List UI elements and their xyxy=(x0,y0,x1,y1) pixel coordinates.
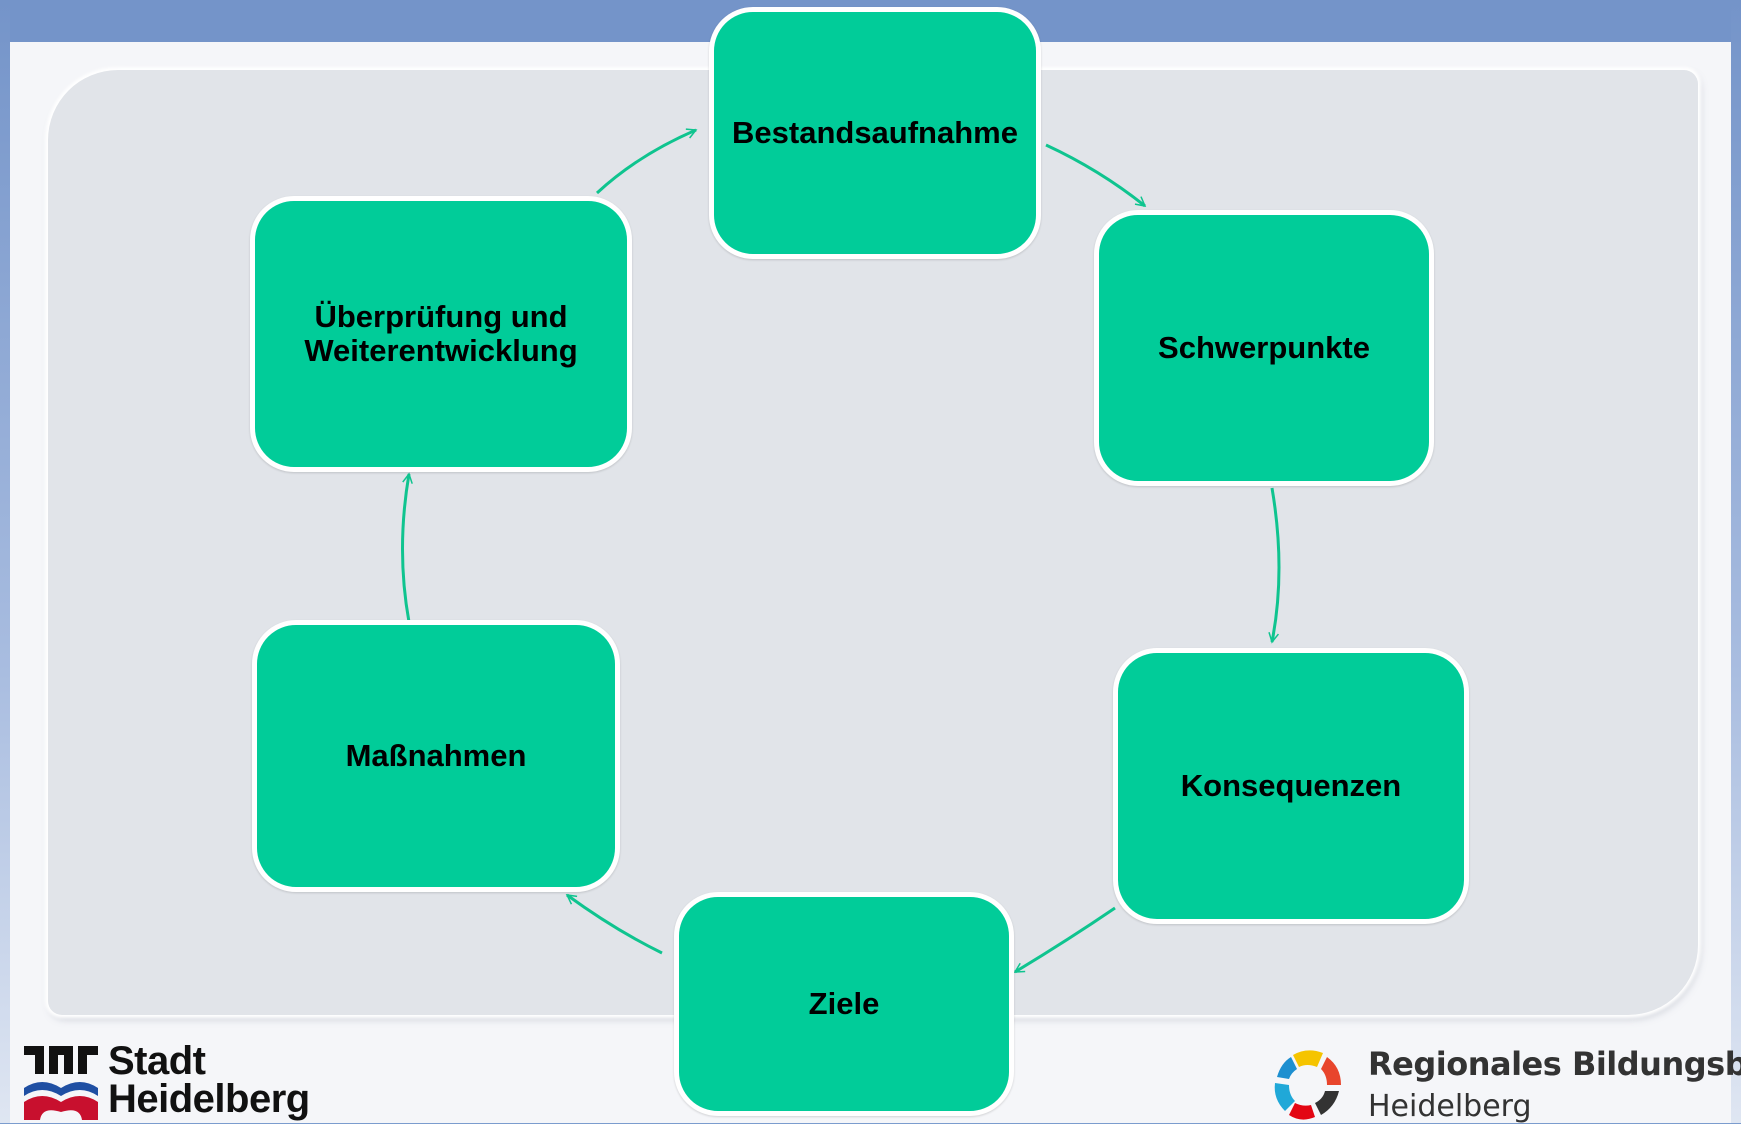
node-schwerpunkte: Schwerpunkte xyxy=(1094,210,1434,486)
logo-left-line-1: Stadt xyxy=(108,1039,206,1083)
right-border xyxy=(1731,0,1741,1123)
node-label: Schwerpunkte xyxy=(1158,330,1370,365)
node-konsequenzen: Konsequenzen xyxy=(1113,648,1469,924)
node-label: Maßnahmen xyxy=(345,738,527,773)
node-label: Konsequenzen xyxy=(1180,768,1402,803)
node-label: Ziele xyxy=(808,986,880,1021)
node-bestandsaufnahme: Bestandsaufnahme xyxy=(709,7,1041,259)
arrow-schwerpunkte-to-konsequenzen xyxy=(1268,487,1281,644)
node-ziele: Ziele xyxy=(674,892,1014,1116)
node-label-line-1: Überprüfung und xyxy=(314,299,568,334)
node-label: Überprüfung und Weiterentwicklung xyxy=(304,300,577,368)
stadt-heidelberg-emblem-icon xyxy=(24,1046,98,1120)
arrow-bestandsaufnahme-to-schwerpunkte xyxy=(1045,143,1147,208)
bildungsbuero-ring-icon xyxy=(1274,1050,1341,1120)
left-border xyxy=(0,0,10,1123)
logo-left-line-2: Heidelberg xyxy=(108,1077,310,1121)
node-label-line-2: Weiterentwicklung xyxy=(304,333,578,368)
node-massnahmen: Maßnahmen xyxy=(252,620,620,892)
logo-right-line-1: Regionales Bildungsbüro xyxy=(1368,1045,1741,1083)
node-label: Bestandsaufnahme xyxy=(732,115,1018,150)
arrow-massnahmen-to-ueberpruefung xyxy=(401,472,413,623)
logo-right-line-2: Heidelberg xyxy=(1368,1089,1532,1124)
node-ueberpruefung: Überprüfung und Weiterentwicklung xyxy=(250,196,632,472)
arrow-konsequenzen-to-ziele xyxy=(1013,906,1116,974)
stadt-heidelberg-wordmark: Stadt Heidelberg xyxy=(108,1039,310,1121)
arrow-ueberpruefung-to-bestandsaufnahme xyxy=(595,128,698,195)
arrow-ziele-to-massnahmen xyxy=(565,893,663,955)
